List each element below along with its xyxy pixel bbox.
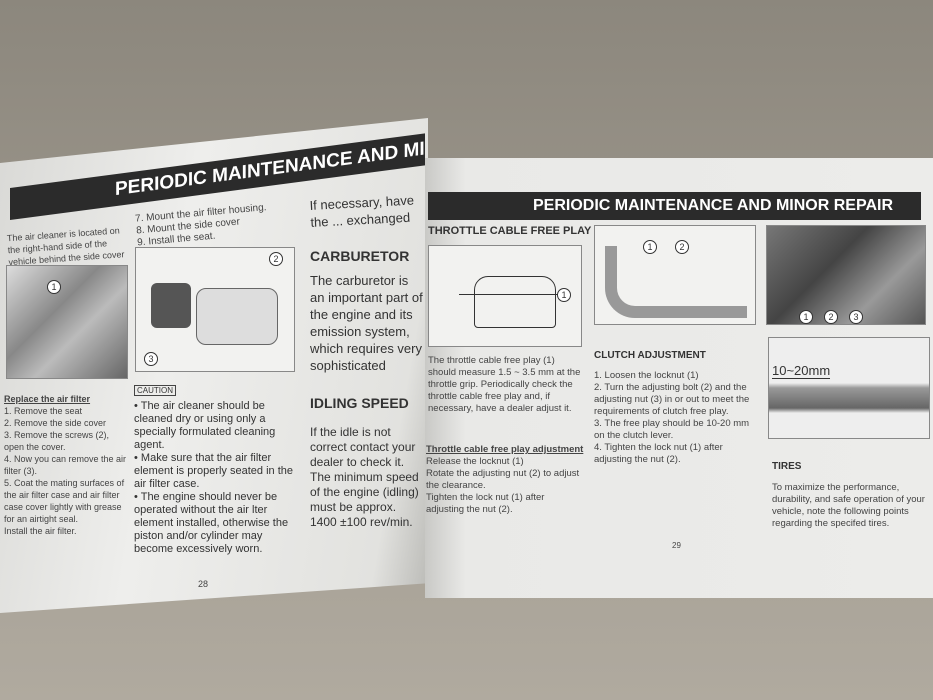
- callout-1: 1: [643, 240, 657, 254]
- right-page-header: PERIODIC MAINTENANCE AND MINOR REPAIR: [428, 192, 921, 220]
- bullet-top: If necessary, have the ... exchanged by …: [309, 192, 415, 232]
- caution-text: The air cleaner should be cleaned dry or…: [134, 400, 276, 451]
- idling-speed-text: If the idle is not correct contact your …: [310, 425, 419, 529]
- caution-text: Make sure that the air filter element is…: [134, 452, 293, 490]
- page-number-28: 28: [198, 579, 209, 589]
- clutch-cable-illustration: [605, 246, 747, 318]
- idling-speed-title: IDLING SPEED: [310, 395, 409, 411]
- leader-line: [459, 294, 559, 295]
- replace-step: 2. Remove the side cover: [4, 418, 107, 428]
- clutch-steps: 1. Loosen the locknut (1) 2. Turn the ad…: [594, 370, 759, 466]
- caution-section: CAUTION • The air cleaner should be clea…: [134, 384, 296, 556]
- clutch-step: 2. Turn the adjusting bolt (2) and the a…: [594, 382, 750, 417]
- hand-grip-illustration: [474, 276, 556, 328]
- throttle-adj-title: Throttle cable free play adjustment: [426, 444, 584, 455]
- replace-step: 1. Remove the seat: [4, 406, 83, 416]
- filter-housing-illustration: [196, 288, 278, 345]
- callout-1: 1: [47, 280, 61, 294]
- clutch-engine-photo: 1 2 3: [766, 225, 926, 325]
- callout-1: 1: [799, 310, 813, 324]
- throttle-figure: 1: [428, 245, 582, 347]
- throttle-step: Release the locknut (1): [426, 456, 524, 467]
- clutch-lever-figure: 10~20mm: [768, 337, 930, 439]
- throttle-title: THROTTLE CABLE FREE PLAY: [428, 225, 592, 237]
- caution-label: CAUTION: [134, 385, 176, 396]
- caution-text: The engine should never be operated with…: [134, 491, 289, 555]
- throttle-step: Rotate the adjusting nut (2) to adjust t…: [426, 468, 580, 491]
- callout-2: 2: [269, 252, 283, 266]
- throttle-step: Tighten the lock nut (1) after adjusting…: [426, 492, 545, 515]
- callout-2: 2: [824, 310, 838, 324]
- callout-1: 1: [557, 288, 571, 302]
- motorcycle-side-figure: 1: [6, 265, 128, 379]
- replace-air-filter-section: Replace the air filter 1. Remove the sea…: [4, 393, 128, 537]
- tires-text: To maximize the performance, durability,…: [772, 482, 925, 529]
- caution-item: • The air cleaner should be cleaned dry …: [134, 400, 276, 451]
- callout-3: 3: [144, 352, 158, 366]
- throttle-adjustment-section: Throttle cable free play adjustment Rele…: [426, 444, 584, 516]
- carburetor-text: The carburetor is an important part of t…: [310, 273, 423, 373]
- free-play-label: 10~20mm: [772, 363, 831, 379]
- throttle-text: The throttle cable free play (1) should …: [428, 355, 581, 414]
- callout-3: 3: [849, 310, 863, 324]
- replace-step: 5. Coat the mating surfaces of the air f…: [4, 478, 125, 524]
- replace-step: 3. Remove the screws (2), open the cover…: [4, 430, 110, 452]
- clutch-step: 3. The free play should be 10-20 mm on t…: [594, 418, 750, 441]
- filter-element-illustration: [151, 283, 191, 328]
- carburetor-title: CARBURETOR: [310, 248, 410, 264]
- air-filter-figure: 2 3: [135, 247, 295, 372]
- clutch-adjustment-title: CLUTCH ADJUSTMENT: [594, 350, 706, 361]
- tires-title: TIRES: [772, 461, 802, 472]
- callout-2: 2: [675, 240, 689, 254]
- page-number-29: 29: [672, 541, 681, 550]
- clutch-step: 1. Loosen the locknut (1): [594, 370, 699, 381]
- replace-title: Replace the air filter: [4, 394, 91, 404]
- clutch-cable-figure: 1 2: [594, 225, 756, 325]
- replace-step: Install the air filter.: [4, 526, 77, 536]
- replace-step: 4. Now you can remove the air filter (3)…: [4, 454, 127, 476]
- caution-item: • The engine should never be operated wi…: [134, 491, 289, 555]
- caution-item: • Make sure that the air filter element …: [134, 452, 293, 490]
- clutch-step: 4. Tighten the lock nut (1) after adjust…: [594, 442, 723, 465]
